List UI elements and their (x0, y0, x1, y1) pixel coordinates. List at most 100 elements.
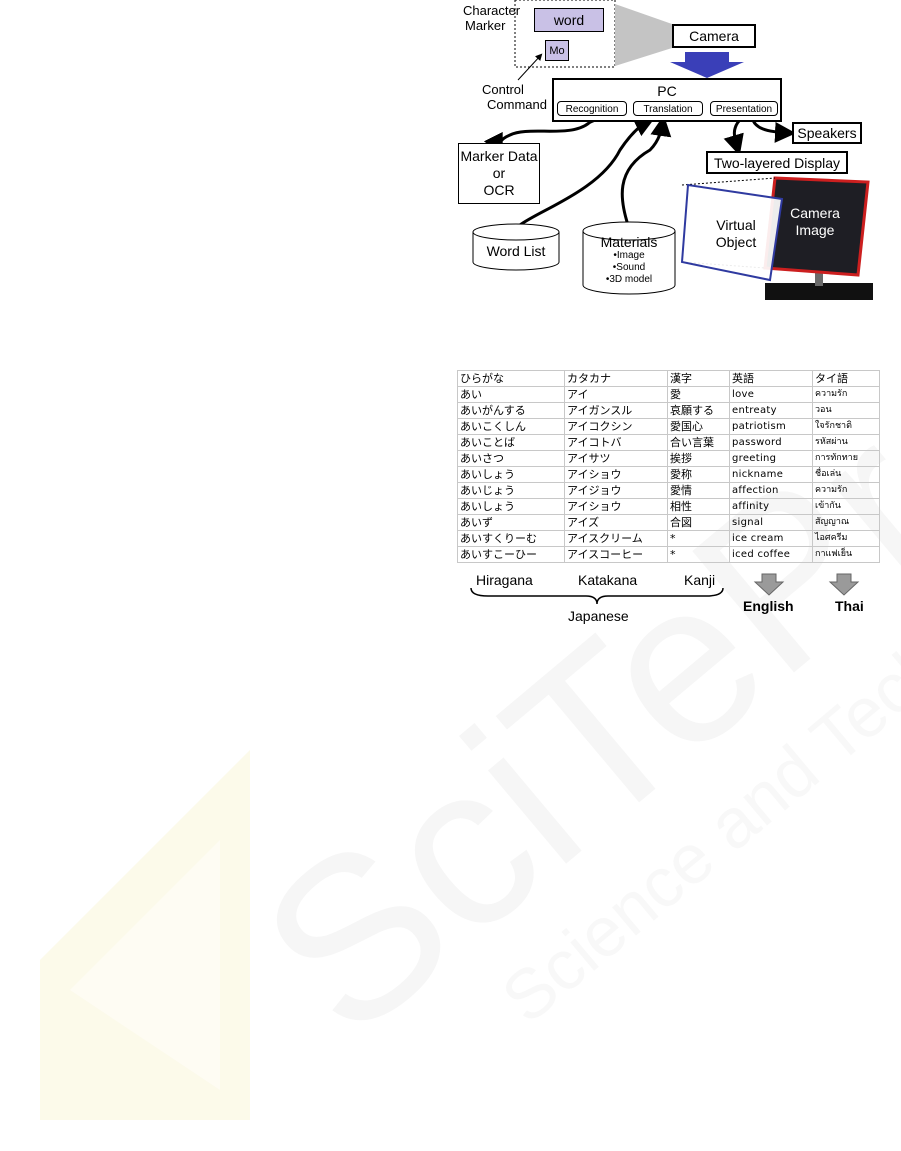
table-cell: あい (457, 386, 565, 403)
table-cell: 合い言葉 (667, 434, 730, 451)
table-cell: あいすくりーむ (457, 530, 565, 547)
english-down-arrow-icon (753, 573, 785, 596)
table-cell: アイズ (564, 514, 668, 531)
camera-to-pc-arrow (670, 52, 744, 78)
translation-module: Translation (633, 101, 703, 116)
table-cell: あいすこーひー (457, 546, 565, 563)
table-cell: 愛国心 (667, 418, 730, 435)
table-cell: entreaty (729, 402, 813, 419)
table-cell: アイサツ (564, 450, 668, 467)
table-cell: アイスコーヒー (564, 546, 668, 563)
virtual-object-label: Virtual Object (715, 217, 757, 250)
table-cell: 挨拶 (667, 450, 730, 467)
table-cell: กาแฟเย็น (812, 546, 880, 563)
table-cell: アイジョウ (564, 482, 668, 499)
caption-katakana: Katakana (578, 572, 638, 588)
japanese-brace (470, 587, 724, 605)
caption-hiragana: Hiragana (476, 572, 533, 588)
pc-label: PC (657, 83, 677, 99)
marker-data-box: Marker Data or OCR (458, 143, 540, 204)
table-cell: あいことば (457, 434, 565, 451)
table-cell: あいず (457, 514, 565, 531)
table-cell: 相性 (667, 498, 730, 515)
table-header-cell: ひらがな (457, 370, 565, 387)
materials-label: Materials •Image •Sound •3D model (600, 234, 658, 285)
table-cell: สัญญาณ (812, 514, 880, 531)
table-cell: アイコトバ (564, 434, 668, 451)
table-header-cell: 英語 (729, 370, 813, 387)
caption-thai: Thai (835, 598, 864, 614)
table-cell: あいじょう (457, 482, 565, 499)
thai-down-arrow-icon (828, 573, 860, 596)
camera-view-cone (615, 4, 672, 66)
table-cell: ความรัก (812, 386, 880, 403)
table-header-cell: タイ語 (812, 370, 880, 387)
table-cell: วอน (812, 402, 880, 419)
table-cell: 合図 (667, 514, 730, 531)
table-cell: アイスクリーム (564, 530, 668, 547)
table-cell: アイガンスル (564, 402, 668, 419)
table-cell: affinity (729, 498, 813, 515)
recognition-module: Recognition (557, 101, 627, 116)
table-cell: affection (729, 482, 813, 499)
table-cell: ความรัก (812, 482, 880, 499)
two-layered-display (680, 176, 873, 300)
camera-image-label: Camera Image (790, 205, 840, 238)
table-cell: あいさつ (457, 450, 565, 467)
table-cell: nickname (729, 466, 813, 483)
character-marker-label: Character Marker (463, 3, 521, 33)
table-cell: アイ (564, 386, 668, 403)
table-cell: love (729, 386, 813, 403)
display-box: Two-layered Display (706, 151, 848, 174)
table-cell: 愛 (667, 386, 730, 403)
table-cell: greeting (729, 450, 813, 467)
table-cell: เข้ากัน (812, 498, 880, 515)
table-cell: patriotism (729, 418, 813, 435)
caption-kanji: Kanji (684, 572, 716, 588)
camera-box: Camera (672, 24, 756, 48)
table-header-row: ひらがなカタカナ漢字英語タイ語 (457, 370, 880, 387)
table-header-cell: 漢字 (667, 370, 730, 387)
word-list-cylinder (472, 223, 560, 271)
materials-cylinder (582, 221, 676, 295)
table-cell: あいこくしん (457, 418, 565, 435)
table-cell: ชื่อเล่น (812, 466, 880, 483)
svg-text:Science and Technology Publica: Science and Technology Publications (487, 236, 901, 1038)
caption-japanese: Japanese (568, 608, 629, 624)
table-header-cell: カタカナ (564, 370, 668, 387)
word-list-label: Word List (486, 243, 546, 259)
table-cell: あいしょう (457, 498, 565, 515)
table-cell: ไอศครีม (812, 530, 880, 547)
table-cell: iced coffee (729, 546, 813, 563)
speakers-box: Speakers (792, 122, 862, 144)
presentation-module: Presentation (710, 101, 778, 116)
table-cell: password (729, 434, 813, 451)
mo-card: Mo (545, 40, 569, 61)
table-cell: 哀願する (667, 402, 730, 419)
table-cell: あいしょう (457, 466, 565, 483)
table-cell: 愛情 (667, 482, 730, 499)
table-cell: アイショウ (564, 498, 668, 515)
table-cell: * (667, 530, 730, 547)
table-cell: アイコクシン (564, 418, 668, 435)
table-cell: あいがんする (457, 402, 565, 419)
down-arrows (753, 573, 860, 596)
table-cell: ice cream (729, 530, 813, 547)
control-command-label: Control Command (482, 82, 547, 112)
table-cell: รหัสผ่าน (812, 434, 880, 451)
table-cell: signal (729, 514, 813, 531)
word-card: word (534, 8, 604, 32)
table-cell: ใจรักชาติ (812, 418, 880, 435)
